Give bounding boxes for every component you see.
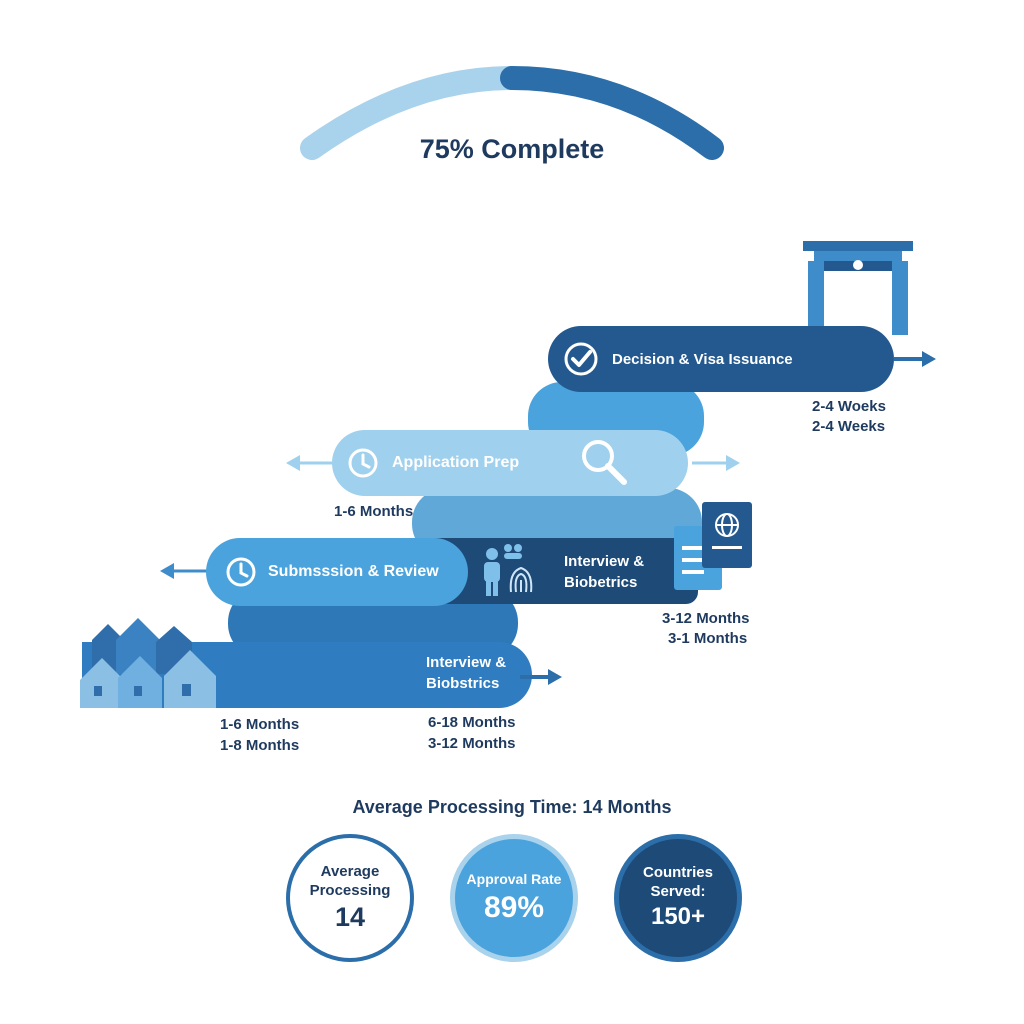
decision-label: Decision & Visa Issuance <box>612 350 793 368</box>
arrow-right-prep-icon <box>692 455 740 471</box>
people-icon <box>484 544 522 596</box>
submission-label: Submsssion & Review <box>268 563 439 580</box>
fingerprint-icon <box>509 566 533 593</box>
search-icon <box>582 440 627 485</box>
interview-top-duration-1: 3-12 Months <box>662 610 750 627</box>
base-duration-1: 1-6 Months <box>220 716 300 733</box>
base-duration-2: 1-8 Months <box>220 737 300 754</box>
approval-rate-circle: Approval Rate 89% <box>450 834 578 962</box>
countries-line1: Countries <box>642 864 713 881</box>
interview-top-line1: Interview & <box>564 553 645 570</box>
app-prep-duration: 1-6 Months <box>334 503 414 520</box>
interview-bottom-line2: Biobstrics <box>426 675 500 692</box>
interview-bottom-line1: Interview & <box>426 654 507 671</box>
avg-line2: Processing <box>309 882 391 899</box>
progress-arc-remaining <box>500 66 724 160</box>
summary-heading: Average Processing Time: 14 Months <box>352 797 672 817</box>
check-circle-icon <box>564 342 598 376</box>
gate-icon <box>803 241 913 335</box>
decision-pill: Decision & Visa Issuance <box>548 326 894 392</box>
progress-arc <box>300 66 724 160</box>
decision-duration-1: 2-4 Woeks <box>812 398 886 415</box>
app-prep-label: Application Prep <box>392 454 520 471</box>
progress-arc-complete <box>300 66 524 160</box>
app-prep-pill: Application Prep <box>332 430 688 496</box>
arrow-right-decision-icon <box>894 351 936 367</box>
passport-icon <box>674 502 752 590</box>
avg-processing-circle: Average Processing 14 <box>286 834 414 962</box>
countries-line2: Served: <box>650 883 706 900</box>
houses-icon <box>80 618 216 708</box>
avg-line1: Average <box>320 863 380 880</box>
interview-top-line2: Biobetrics <box>564 574 638 591</box>
interview-bottom-label: Interview & Biobstrics <box>426 652 506 694</box>
interview-bottom-duration-1: 6-18 Months <box>428 714 516 731</box>
interview-top-label: Interview & Biobetrics <box>564 551 644 593</box>
submission-pill: Submsssion & Review <box>206 538 468 606</box>
arrow-left-submission-icon <box>160 563 208 579</box>
progress-label: 75% Complete <box>419 134 605 164</box>
interview-bottom-duration-2: 3-12 Months <box>428 735 516 752</box>
clock-icon <box>226 557 256 587</box>
approval-line1: Approval Rate <box>466 871 562 887</box>
arrow-left-prep-icon <box>286 455 334 471</box>
decision-duration-2: 2-4 Weeks <box>812 418 886 435</box>
avg-value: 14 <box>334 902 366 932</box>
arrow-icon <box>520 669 562 685</box>
countries-value: 150+ <box>650 903 706 930</box>
interview-top-duration-2: 3-1 Months <box>668 630 748 647</box>
countries-served-circle: Countries Served: 150+ <box>614 834 742 962</box>
clock-icon <box>348 448 378 478</box>
approval-value: 89% <box>483 891 545 924</box>
